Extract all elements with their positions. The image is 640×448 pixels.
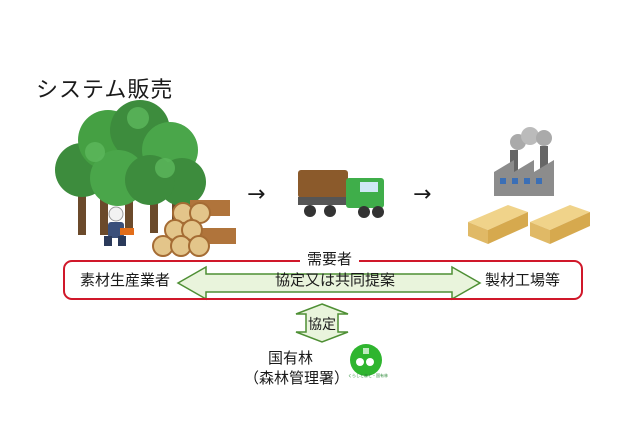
sub-agreement-vertical-arrow — [295, 303, 349, 343]
log-pile-illustration — [152, 200, 236, 257]
sub-agreement-label: 協定 — [308, 317, 336, 333]
national-forest-mark — [350, 344, 382, 376]
main-agreement-label: 協定又は共同提案 — [274, 271, 395, 289]
flow-arrow-forest-to-truck: → — [247, 182, 266, 207]
flow-arrow-truck-to-factory: → — [413, 182, 432, 207]
mark-caption: くらしと森と・国有林 — [348, 373, 388, 378]
left-party-label: 素材生産業者 — [80, 271, 171, 289]
demand-group-label: 需要者 — [300, 249, 360, 269]
right-party-label: 製材工場等 — [485, 271, 561, 289]
forest-illustration — [55, 100, 206, 235]
national-forest-label: 国有林 — [268, 349, 314, 367]
log-truck-illustration — [298, 170, 384, 218]
agreement-double-arrow — [176, 265, 482, 301]
page-title: システム販売 — [36, 78, 174, 103]
forest-office-label: （森林管理署） — [244, 369, 350, 387]
lumberjack-illustration — [104, 206, 134, 246]
lumber-stack-illustration — [468, 205, 590, 244]
factory-illustration — [494, 127, 554, 196]
